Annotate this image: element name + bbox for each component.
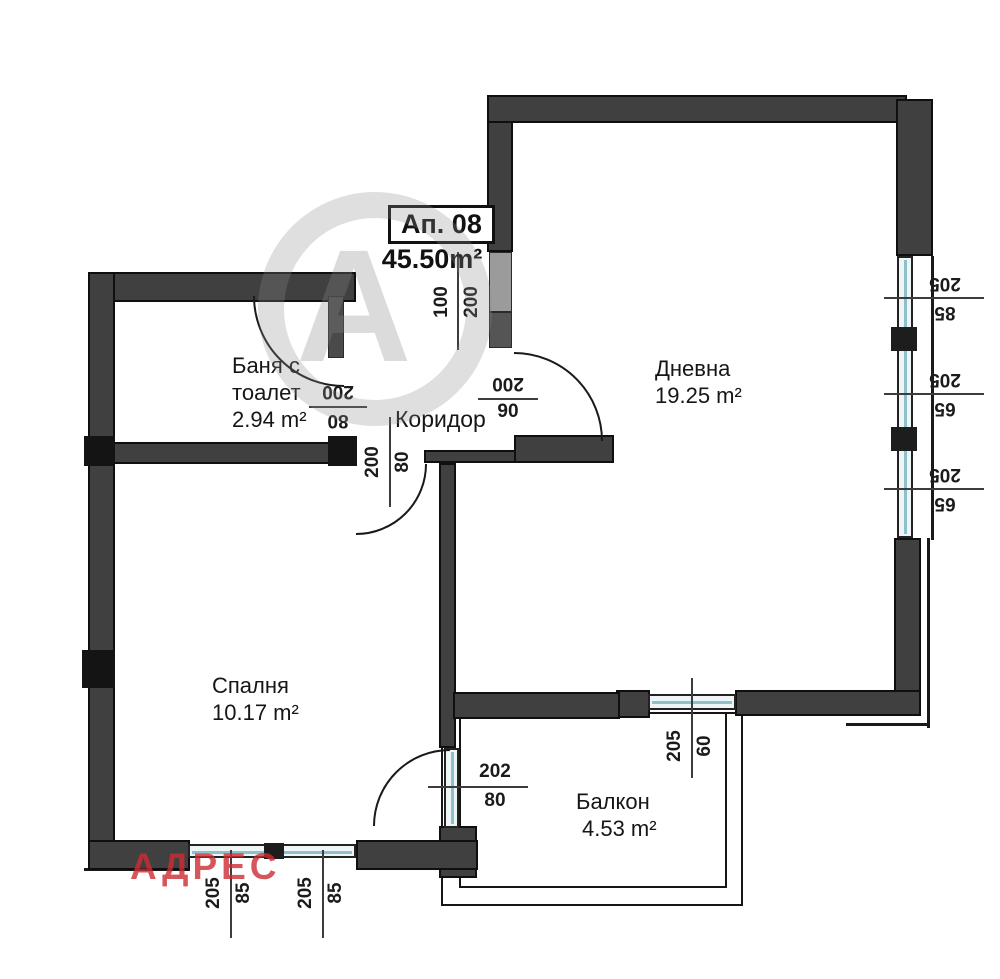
wall-bath-bottom-joint [84, 436, 115, 466]
bedroom-door-arc [355, 463, 427, 535]
wall-right-lower [894, 538, 921, 716]
room-label-balcony: Балкон 4.53 m² [576, 788, 657, 842]
window-right-mullion-2 [891, 427, 917, 451]
face-line-right-upper [931, 256, 934, 540]
wall-left-joint [82, 650, 115, 688]
dim-right-window-3-num: 205 [929, 464, 961, 485]
face-line-right-lower [927, 538, 930, 728]
dim-line-right-window-2 [884, 393, 984, 395]
dim-line-bottom-window-1 [230, 850, 232, 938]
dim-balcony-window-num: 205 [664, 730, 685, 762]
living-door-arc [513, 352, 603, 442]
wall-bedroom-bottom-left [88, 840, 190, 870]
dim-line-bottom-window-2 [322, 850, 324, 938]
face-line-right-bottom [846, 723, 930, 726]
dim-right-window-1-num: 205 [929, 273, 961, 294]
dim-line-right-window-3 [884, 488, 984, 490]
brand-watermark: АДРЕС [130, 846, 281, 887]
window-right-mullion-1 [891, 327, 917, 351]
wall-bedroom-door-post [328, 436, 357, 466]
dim-line-balcony-window [691, 678, 693, 778]
door-balcony-glazed [444, 748, 459, 828]
dim-living-door-num: 200 [492, 373, 524, 394]
dim-balcony-door-num: 202 [479, 761, 511, 782]
dim-right-window-3-den: 65 [934, 493, 956, 514]
wall-left [88, 272, 115, 847]
dim-balcony-door-den: 80 [484, 790, 506, 811]
dim-line-balcony-door [428, 786, 528, 788]
dim-line-living-door [478, 398, 538, 400]
dim-balcony-window-den: 60 [694, 735, 715, 757]
bedroom-name: Спалня [212, 673, 289, 698]
dim-bedroom-door-den: 80 [392, 451, 413, 473]
dim-line-right-window-1 [884, 297, 984, 299]
room-label-bedroom: Спалня 10.17 m² [212, 672, 299, 726]
living-area: 19.25 m² [655, 383, 742, 408]
wall-bedroom-living [439, 463, 456, 748]
wall-corridor-step [514, 435, 614, 463]
room-label-living: Дневна 19.25 m² [655, 355, 742, 409]
dim-living-door-den: 90 [497, 401, 519, 422]
wall-right-upper [896, 99, 933, 256]
window-bedroom-mullion [264, 843, 284, 859]
balcony-area: 4.53 m² [582, 816, 657, 841]
logo-letter-watermark: А [296, 216, 412, 395]
dim-right-window-2-num: 205 [929, 369, 961, 390]
bedroom-area: 10.17 m² [212, 700, 299, 725]
dim-right-window-2-den: 65 [934, 398, 956, 419]
dim-bedroom-door-num: 200 [362, 446, 383, 478]
dim-bottom-window-2-num: 205 [295, 877, 316, 909]
bath-area: 2.94 m² [232, 407, 307, 432]
wall-bedroom-bottom-right [356, 840, 478, 870]
entry-door-leaf [489, 252, 512, 312]
dim-bottom-window-2-den: 85 [325, 882, 346, 904]
balcony-door-arc [373, 749, 451, 827]
wall-living-bottom-left [453, 692, 620, 719]
wall-living-bottom-right [735, 690, 921, 716]
dim-line-bedroom-door [389, 417, 391, 507]
dim-right-window-1-den: 85 [934, 302, 956, 323]
window-right [897, 256, 913, 538]
living-name: Дневна [655, 356, 731, 381]
balcony-name: Балкон [576, 789, 650, 814]
